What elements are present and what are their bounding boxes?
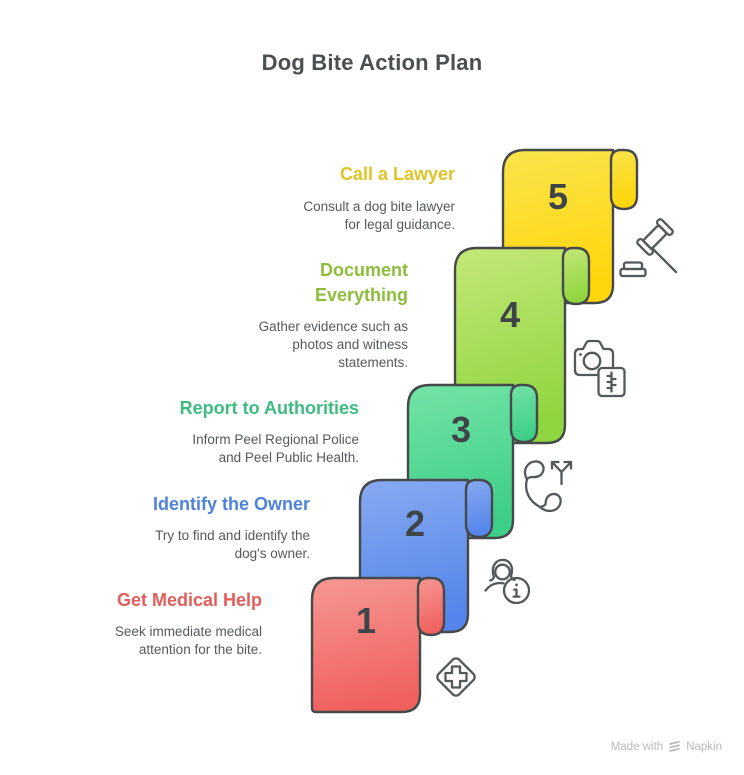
ribbon-curl <box>464 478 494 539</box>
ribbon-curl <box>561 246 591 306</box>
ribbon-curl <box>416 576 446 637</box>
step-heading-4: Document Everything <box>314 260 408 305</box>
step-description-4: Gather evidence such as photos and witne… <box>258 319 408 370</box>
footer-made-with: Made with <box>610 740 664 753</box>
step-number-1: 1 <box>355 600 377 641</box>
step-description-5: Consult a dog bite lawyer for legal guid… <box>303 199 455 232</box>
step-heading-2: Identify the Owner <box>152 494 310 514</box>
ribbon-step-1 <box>310 576 446 714</box>
footer-brand: Napkin <box>686 740 722 753</box>
napkin-logo-icon <box>669 740 681 752</box>
step-description-1: Seek immediate medical attention for the… <box>114 624 262 657</box>
gavel-icon <box>619 218 678 278</box>
person-info-icon <box>484 558 531 605</box>
step-heading-5: Call a Lawyer <box>339 164 455 184</box>
step-description-2: Try to find and identify the dog's owner… <box>155 528 310 561</box>
step-description-3: Inform Peel Regional Police and Peel Pub… <box>192 432 359 465</box>
step-number-4: 4 <box>499 294 521 335</box>
step-heading-1: Get Medical Help <box>116 590 262 610</box>
step-number-2: 2 <box>404 503 426 544</box>
ribbon-body <box>310 576 422 714</box>
step-heading-3: Report to Authorities <box>179 398 359 418</box>
medical-cross-diamond-icon <box>436 657 476 697</box>
phone-share-icon <box>523 460 573 513</box>
page-title: Dog Bite Action Plan <box>261 50 483 75</box>
camera-note-icon <box>573 339 626 398</box>
step-number-3: 3 <box>450 409 472 450</box>
ribbon-curl <box>609 148 639 211</box>
ribbon-curl <box>509 383 539 444</box>
made-with-napkin: Made with Napkin <box>611 740 722 753</box>
step-number-5: 5 <box>547 176 569 217</box>
